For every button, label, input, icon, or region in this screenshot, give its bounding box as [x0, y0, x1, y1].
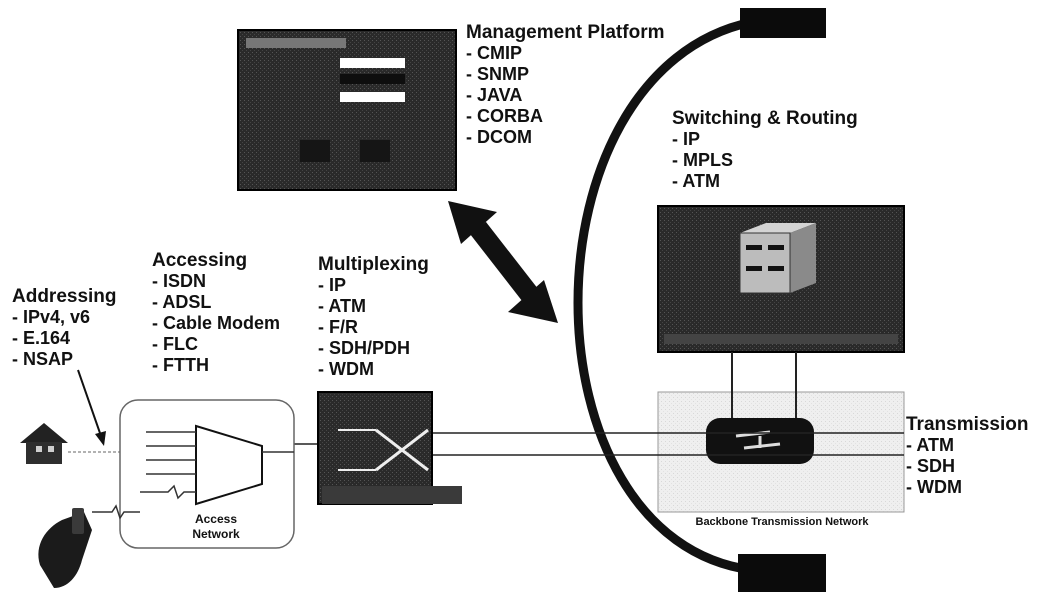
management-platform-label: Management Platform - CMIP - SNMP - JAVA…: [466, 22, 664, 148]
mobile-phone-icon: [38, 508, 92, 588]
management-title: Management Platform: [466, 22, 664, 43]
multiplexing-title: Multiplexing: [318, 254, 429, 275]
management-item: - CORBA: [466, 106, 664, 127]
backbone-transmission-caption: Backbone Transmission Network: [652, 516, 912, 528]
accessing-item: - Cable Modem: [152, 313, 280, 334]
management-double-arrow: [448, 201, 558, 323]
transmission-title: Transmission: [906, 414, 1029, 435]
backbone-transmission-panel: [658, 352, 904, 512]
multiplexer-box: [318, 392, 462, 504]
addressing-item: - NSAP: [12, 349, 117, 370]
management-item: - DCOM: [466, 127, 664, 148]
addressing-title: Addressing: [12, 286, 117, 307]
home-icon: [20, 423, 68, 464]
accessing-item: - ISDN: [152, 271, 280, 292]
switching-item: - MPLS: [672, 150, 858, 171]
multiplexing-item: - IP: [318, 275, 429, 296]
multiplexing-label: Multiplexing - IP - ATM - F/R - SDH/PDH …: [318, 254, 429, 380]
transmission-label: Transmission - ATM - SDH - WDM: [906, 414, 1029, 498]
management-item: - CMIP: [466, 43, 664, 64]
transmission-item: - SDH: [906, 456, 1029, 477]
multiplexing-item: - SDH/PDH: [318, 338, 429, 359]
addressing-label: Addressing - IPv4, v6 - E.164 - NSAP: [12, 286, 117, 370]
accessing-label: Accessing - ISDN - ADSL - Cable Modem - …: [152, 250, 280, 376]
accessing-item: - ADSL: [152, 292, 280, 313]
transmission-item: - WDM: [906, 477, 1029, 498]
management-item: - SNMP: [466, 64, 664, 85]
switching-item: - ATM: [672, 171, 858, 192]
router-panel: [658, 206, 904, 352]
top-backbone-node: [740, 8, 826, 38]
multiplexing-item: - ATM: [318, 296, 429, 317]
multiplexing-item: - WDM: [318, 359, 429, 380]
switching-title: Switching & Routing: [672, 108, 858, 129]
multiplexing-item: - F/R: [318, 317, 429, 338]
transmission-item: - ATM: [906, 435, 1029, 456]
addressing-item: - E.164: [12, 328, 117, 349]
addressing-pointer-arrow: [78, 370, 106, 446]
switching-routing-label: Switching & Routing - IP - MPLS - ATM: [672, 108, 858, 192]
addressing-item: - IPv4, v6: [12, 307, 117, 328]
bottom-backbone-node: [738, 554, 826, 592]
accessing-item: - FLC: [152, 334, 280, 355]
switching-item: - IP: [672, 129, 858, 150]
access-network-caption: Access Network: [180, 512, 252, 542]
accessing-title: Accessing: [152, 250, 280, 271]
management-screen-icon: [238, 30, 456, 190]
management-item: - JAVA: [466, 85, 664, 106]
accessing-item: - FTTH: [152, 355, 280, 376]
